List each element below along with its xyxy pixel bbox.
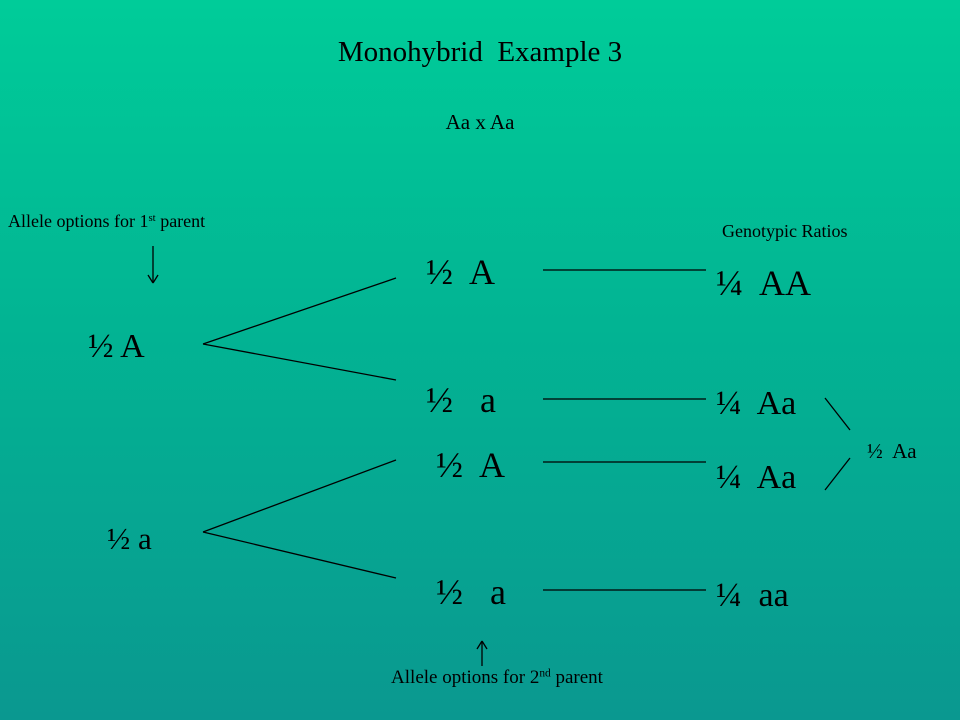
first-parent-allele-a: ½ a <box>107 521 152 556</box>
arrow-2-head-left <box>476 640 483 650</box>
genotype-AA: ¼ AA <box>716 263 812 303</box>
cross-label: Aa x Aa <box>445 110 515 134</box>
bracket-upper <box>824 397 851 431</box>
genotypic-ratios-header: Genotypic Ratios <box>722 221 848 241</box>
slide-title: Monohybrid Example 3 <box>337 36 623 68</box>
second-parent-note: Allele options for 2nd parent <box>391 667 603 688</box>
branch-A-to-a <box>202 343 397 381</box>
first-parent-note: Allele options for 1st parent <box>8 211 206 231</box>
combined-Aa: ½ Aa <box>867 439 917 463</box>
genotype-aa: ¼ aa <box>716 577 789 614</box>
genotype-Aa-2: ¼ Aa <box>716 459 797 496</box>
genotype-Aa-1: ¼ Aa <box>716 385 797 422</box>
branch-A-to-A <box>202 277 397 345</box>
first-parent-allele-A: ½ A <box>88 328 145 365</box>
second-parent-allele-4: ½ a <box>436 572 506 612</box>
arrow-1-head-right <box>152 274 159 284</box>
second-parent-allele-1: ½ A <box>426 252 496 292</box>
second-parent-allele-2: ½ a <box>426 380 496 420</box>
branch-a-to-A <box>202 459 397 533</box>
arrow-1-head-left <box>147 274 154 284</box>
second-parent-allele-3: ½ A <box>436 445 506 485</box>
arrow-2-head-right <box>481 640 488 650</box>
branch-a-to-a <box>202 531 397 579</box>
bracket-lower <box>824 457 851 491</box>
